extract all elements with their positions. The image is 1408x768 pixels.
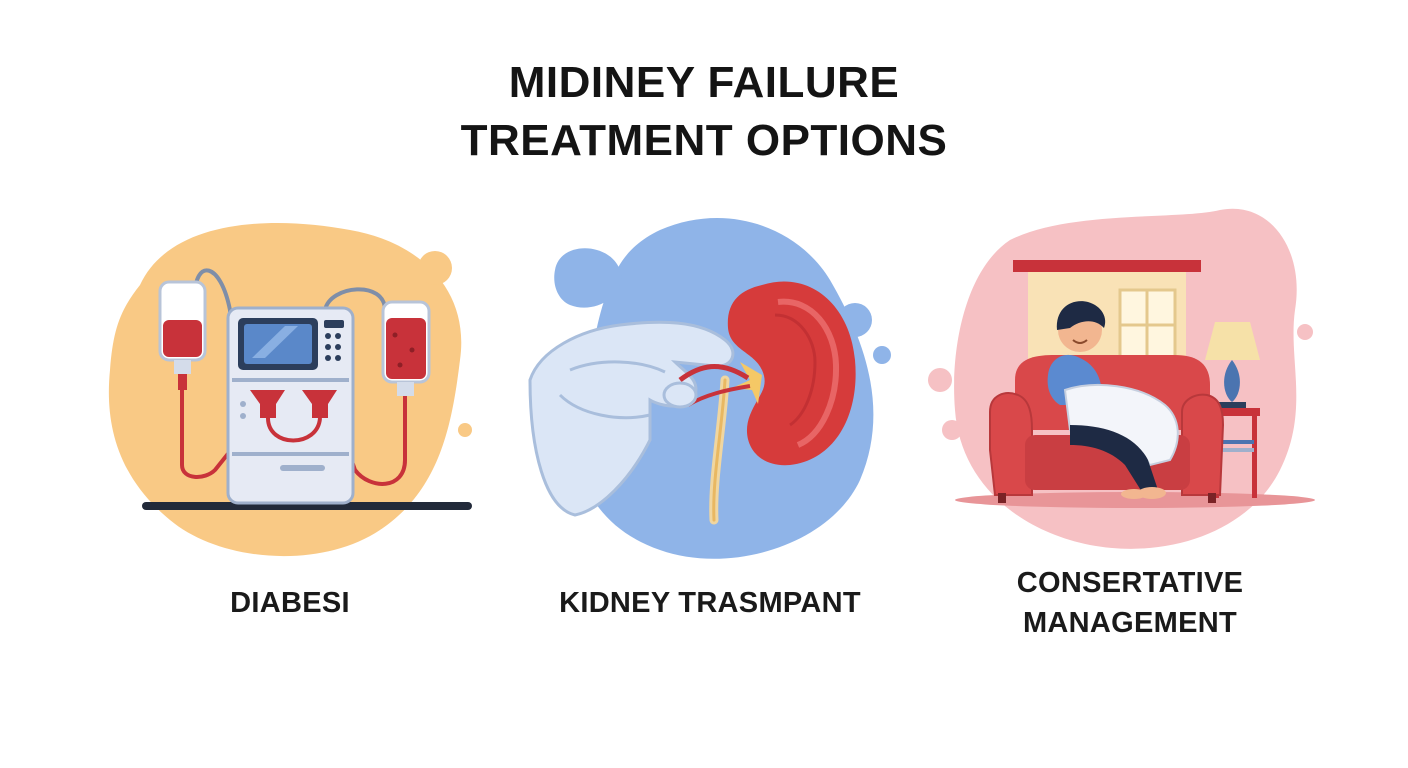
title-line-2: TREATMENT OPTIONS (460, 116, 948, 165)
person-resting-armchair-icon (928, 208, 1315, 549)
option-label: KIDNEY TRASMPANT (559, 587, 861, 619)
option-label-line-1: CONSERTATIVE (1016, 567, 1244, 599)
dialysis-machine-icon (108, 222, 472, 557)
title-line-1: MIDINEY FAILURE (508, 58, 900, 107)
option-label-line-2: MANAGEMENT (1022, 607, 1238, 639)
option-label: DIABESI (230, 587, 350, 619)
kidney-transplant-icon (528, 218, 891, 559)
option-conservative-management: CONSERTATIVE MANAGEMENT (920, 190, 1340, 750)
option-dialysis: DIABESI (80, 190, 500, 750)
option-kidney-transplant: KIDNEY TRASMPANT (500, 190, 920, 750)
